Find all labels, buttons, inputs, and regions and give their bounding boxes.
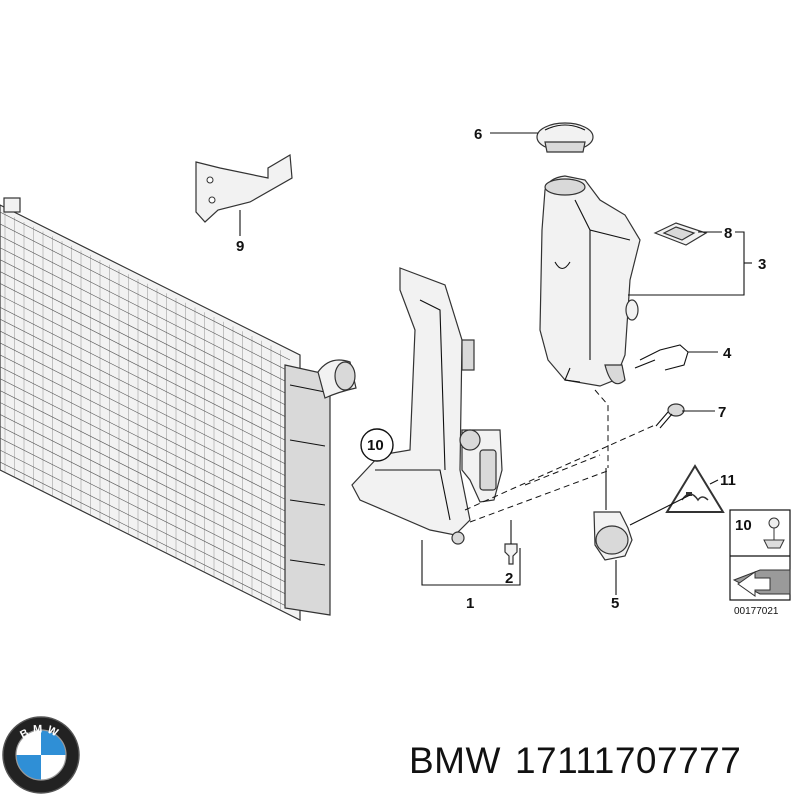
- clip-part-8: [653, 222, 708, 246]
- part-caption: BMW 17111707777: [409, 740, 741, 782]
- cap-part-6: [536, 122, 594, 153]
- radiator-side-tank: [284, 364, 331, 616]
- legend-label: 10: [735, 517, 752, 534]
- callout-2: 2: [505, 570, 513, 587]
- callout-9: 9: [236, 238, 244, 255]
- sensor-part-5: [593, 468, 633, 561]
- arrow-icon: [732, 569, 791, 597]
- callout-1: 1: [466, 595, 474, 612]
- radiator-fins: [0, 211, 291, 611]
- clip-part-4: [634, 344, 689, 371]
- callout-8: 8: [724, 225, 732, 242]
- callout-3: 3: [758, 256, 766, 273]
- callout-7: 7: [718, 404, 726, 421]
- callout-5: 5: [611, 595, 619, 612]
- bmw-logo: BMW: [2, 716, 80, 794]
- callout-numbers: 6 9 8 3 4 7 11 2 1 5: [236, 126, 766, 612]
- callout-6: 6: [474, 126, 482, 143]
- screw-part-2: [504, 520, 518, 565]
- expansion-tank-part-3: [539, 175, 641, 387]
- bracket-part-9: [195, 153, 293, 236]
- legend-code: 00177021: [734, 606, 779, 617]
- screw-part-7: [655, 403, 685, 429]
- caption-brand: BMW: [409, 740, 501, 781]
- callout-10-circled: 10: [360, 428, 394, 462]
- warning-label-part-11: [665, 464, 725, 513]
- caption-part-number: 17111707777: [514, 740, 742, 781]
- legend-box: 10 00177021: [729, 509, 791, 617]
- carrier-part-1: [351, 267, 521, 586]
- leader-lines: [490, 132, 752, 595]
- callout-4: 4: [723, 345, 732, 362]
- radiator: [0, 197, 357, 621]
- svg-text:10: 10: [367, 437, 384, 454]
- callout-11: 11: [720, 472, 736, 489]
- rivet-icon: [763, 517, 785, 549]
